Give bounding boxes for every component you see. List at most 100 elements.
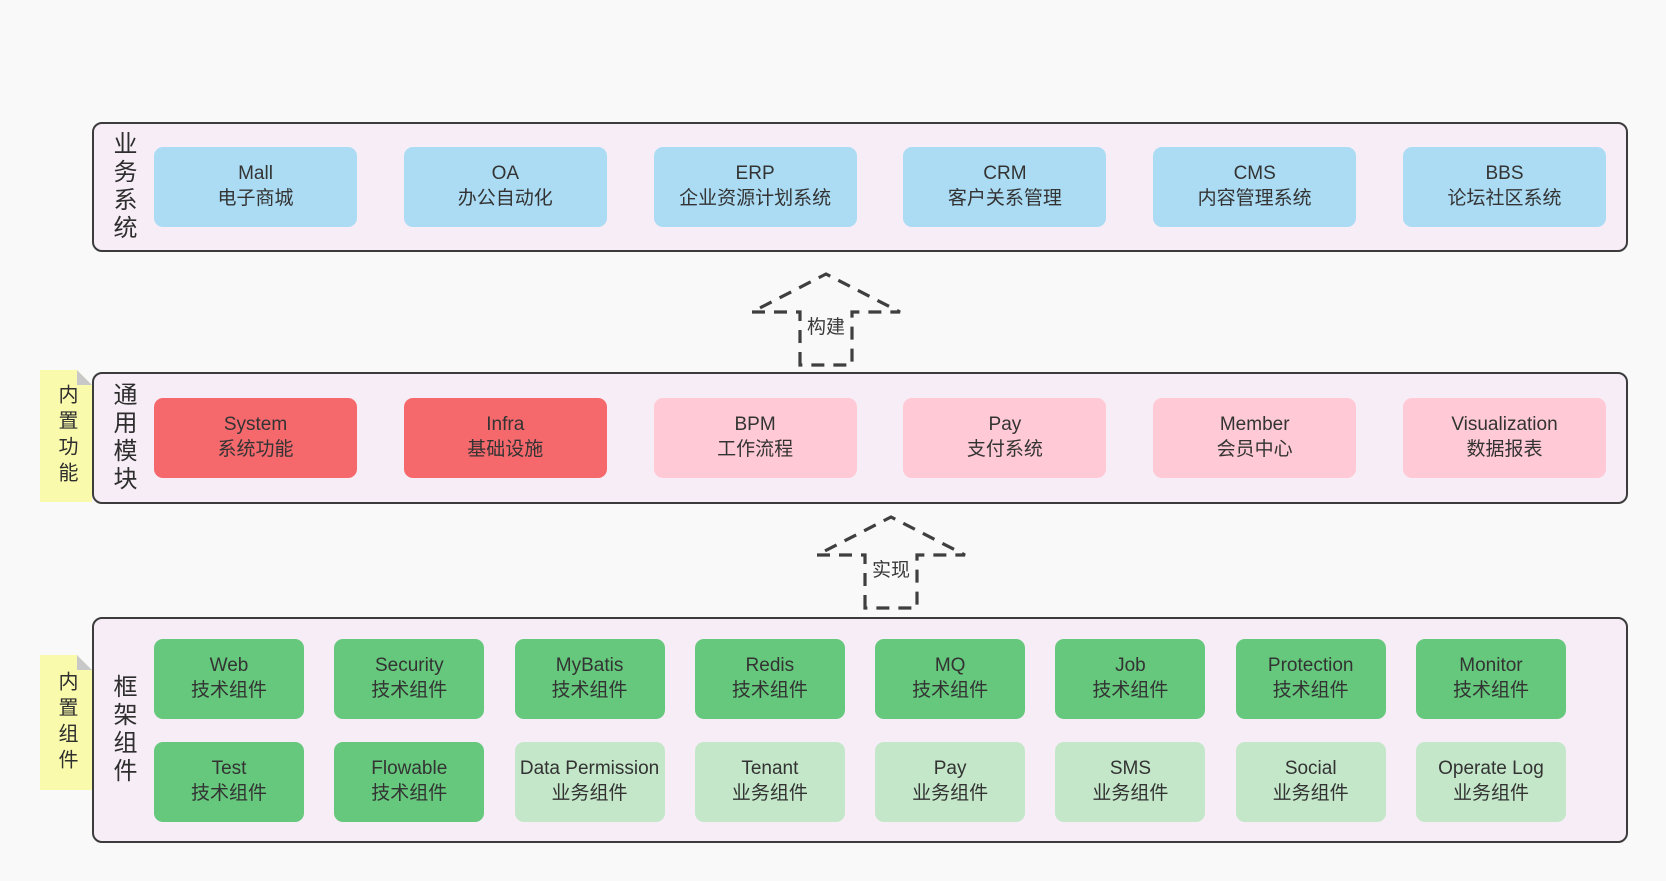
box-subtitle: 技术组件 (912, 679, 989, 701)
business-systems-panel: 业务系统 Mall 电子商城 OA 办公自动化 ERP 企业资源计划系统 CRM 客户关系管理… (92, 122, 1628, 252)
box-subtitle: 支付系统 (966, 439, 1043, 460)
box-subtitle: 技术组件 (1092, 679, 1169, 701)
mybatis-box: MyBatis 技术组件 (514, 638, 665, 719)
box-title: CRM (983, 163, 1027, 185)
box-title: Test (211, 757, 247, 779)
box-subtitle: 系统功能 (217, 439, 294, 460)
box-subtitle: 基础设施 (467, 439, 544, 460)
box-title: Protection (1267, 654, 1354, 676)
box-subtitle: 内容管理系统 (1197, 188, 1312, 209)
system-box: System 系统功能 (154, 398, 357, 478)
mall-box: Mall 电子商城 (154, 147, 357, 227)
box-title: Member (1219, 414, 1290, 436)
folded-corner-icon (77, 655, 92, 670)
box-subtitle: 办公自动化 (457, 188, 553, 209)
arrow-build-label: 构建 (803, 312, 849, 339)
box-row: Mall 电子商城 OA 办公自动化 ERP 企业资源计划系统 CRM 客户关系管理 CMS 内容… (154, 147, 1606, 227)
box-title: Monitor (1459, 654, 1523, 676)
tenant-box: Tenant 业务组件 (694, 741, 845, 822)
box-title: Tenant (741, 757, 799, 779)
box-subtitle: 数据报表 (1466, 439, 1543, 460)
business-systems-rows: Mall 电子商城 OA 办公自动化 ERP 企业资源计划系统 CRM 客户关系管理 CMS 内容… (154, 124, 1606, 250)
box-title: BBS (1485, 163, 1524, 185)
box-subtitle: 电子商城 (217, 188, 294, 209)
arrow-implement-label: 实现 (868, 555, 914, 582)
box-subtitle: 客户关系管理 (947, 188, 1062, 209)
arrow-build: 构建 (750, 272, 902, 367)
box-subtitle: 技术组件 (190, 782, 267, 804)
box-title: ERP (735, 163, 775, 185)
arrow-implement: 实现 (815, 515, 967, 610)
test-box: Test 技术组件 (154, 741, 304, 822)
box-subtitle: 技术组件 (551, 679, 628, 701)
box-title: MQ (934, 654, 966, 676)
common-modules-label: 通用模块 (109, 382, 136, 494)
box-title: SMS (1109, 757, 1151, 779)
box-subtitle: 业务组件 (551, 782, 628, 804)
job-box: Job 技术组件 (1055, 638, 1206, 719)
box-title: Pay (988, 414, 1022, 436)
box-title: CMS (1233, 163, 1276, 185)
box-title: Data Permission (519, 757, 660, 779)
sticky-note-built-in-features: 内置功能 (40, 370, 92, 502)
box-title: Security (374, 654, 444, 676)
crm-box: CRM 客户关系管理 (903, 147, 1107, 227)
member-box: Member 会员中心 (1153, 398, 1357, 478)
box-title: Mall (238, 163, 273, 185)
erp-box: ERP 企业资源计划系统 (653, 147, 857, 227)
business-systems-label: 业务系统 (109, 131, 136, 243)
box-title: OA (491, 163, 520, 185)
box-title: Flowable (371, 757, 448, 779)
box-title: Web (209, 654, 249, 676)
box-subtitle: 论坛社区系统 (1447, 188, 1562, 209)
dashed-up-arrow-icon (751, 272, 901, 367)
box-subtitle: 技术组件 (371, 679, 448, 701)
box-title: BPM (734, 414, 776, 436)
box-subtitle: 业务组件 (731, 782, 808, 804)
box-title: System (223, 414, 288, 436)
protection-box: Protection 技术组件 (1235, 638, 1386, 719)
box-subtitle: 业务组件 (912, 782, 989, 804)
redis-box: Redis 技术组件 (694, 638, 845, 719)
sticky-note-label: 内置组件 (55, 670, 77, 775)
framework-components-label: 框架组件 (109, 674, 136, 786)
bbs-box: BBS 论坛社区系统 (1402, 147, 1606, 227)
oa-box: OA 办公自动化 (403, 147, 607, 227)
box-subtitle: 技术组件 (1272, 679, 1349, 701)
box-subtitle: 技术组件 (371, 782, 448, 804)
monitor-box: Monitor 技术组件 (1415, 638, 1566, 719)
box-title: Operate Log (1438, 757, 1544, 779)
box-title: Social (1284, 757, 1337, 779)
flowable-box: Flowable 技术组件 (334, 741, 485, 822)
box-title: MyBatis (555, 654, 624, 676)
dashed-up-arrow-icon (816, 515, 966, 610)
box-subtitle: 企业资源计划系统 (679, 188, 832, 209)
sticky-note-built-in-components: 内置组件 (40, 655, 92, 790)
box-title: Job (1115, 654, 1146, 676)
mq-box: MQ 技术组件 (875, 638, 1026, 719)
box-title: Infra (486, 414, 525, 436)
pay-box: Pay 支付系统 (903, 398, 1107, 478)
box-title: Redis (745, 654, 795, 676)
infra-box: Infra 基础设施 (403, 398, 607, 478)
folded-corner-icon (77, 370, 92, 385)
sticky-note-label: 内置功能 (55, 384, 77, 488)
security-box: Security 技术组件 (334, 638, 485, 719)
box-subtitle: 技术组件 (1452, 679, 1529, 701)
box-subtitle: 会员中心 (1216, 439, 1293, 460)
data-permission-box: Data Permission 业务组件 (514, 741, 665, 822)
box-subtitle: 技术组件 (731, 679, 808, 701)
